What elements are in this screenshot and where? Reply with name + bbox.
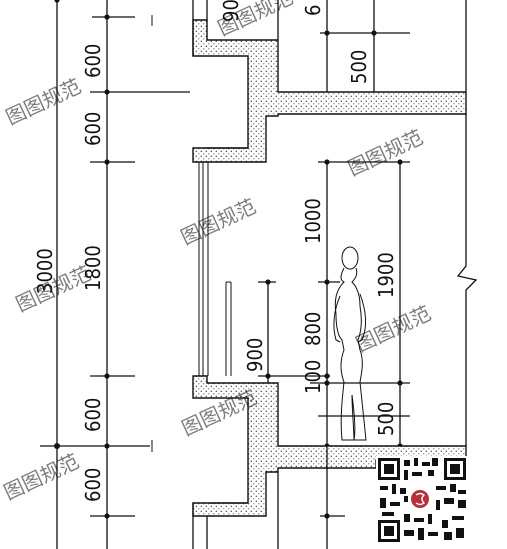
qr-code (376, 456, 468, 544)
dim-90-top: 90 (219, 0, 243, 22)
dim-600-2: 600 (81, 112, 105, 146)
break-symbol (456, 114, 478, 446)
watermark-3: 图图规范 (344, 125, 427, 181)
dim-500-upper: 500 (347, 50, 371, 84)
qr-logo-icon (409, 488, 431, 510)
dim-3000: 3000 (33, 248, 57, 294)
dim-900: 900 (243, 338, 267, 372)
dim-1800: 1800 (81, 245, 105, 291)
upper-right-dimension (320, 0, 410, 92)
watermark-4: 图图规范 (177, 194, 260, 250)
window-glazing (198, 162, 232, 376)
dim-6-top: 6 (301, 5, 325, 16)
dim-800: 800 (301, 312, 325, 346)
dim-500-lower: 500 (374, 402, 398, 436)
upper-wall-section (192, 0, 467, 163)
dim-100: 100 (301, 360, 325, 394)
dim-1900: 1900 (374, 252, 398, 298)
watermark-8: 图图规范 (0, 449, 83, 505)
dimension-line-inner (90, 0, 190, 549)
dim-1000: 1000 (301, 198, 325, 244)
dim-600-3: 600 (81, 398, 105, 432)
lower-right-ticks (320, 446, 345, 549)
watermark-1: 图图规范 (2, 74, 85, 130)
dim-600-1: 600 (81, 44, 105, 78)
lower-wall-section (192, 375, 467, 549)
dim-600-4: 600 (81, 468, 105, 502)
human-figure (333, 246, 367, 441)
dimension-line-outer (40, 0, 150, 549)
